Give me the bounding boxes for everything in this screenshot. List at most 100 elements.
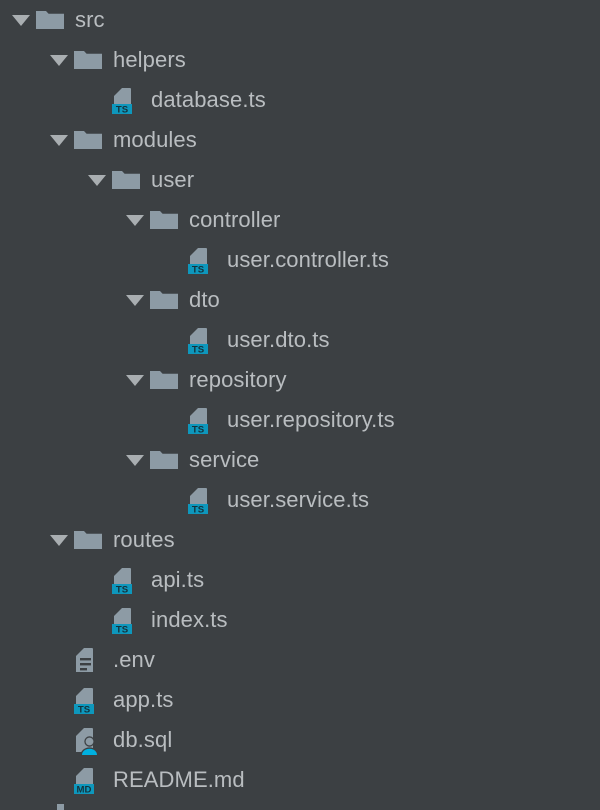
folder-name-label: repository (189, 367, 287, 392)
tree-folder-row[interactable]: modules (0, 120, 600, 160)
folder-icon (110, 164, 142, 196)
twisty-spacer (46, 640, 72, 680)
typescript-file-icon: TS (186, 244, 218, 276)
folder-icon (72, 44, 104, 76)
database-file-icon (76, 728, 99, 755)
typescript-file-icon: TS (186, 324, 218, 356)
tree-file-row[interactable]: TS user.controller.ts (0, 240, 600, 280)
typescript-file-icon: TS (186, 484, 218, 516)
typescript-file-icon: TS (188, 328, 208, 355)
folder-icon (74, 131, 102, 149)
file-name-label: database.ts (151, 87, 266, 112)
tree-folder-row[interactable]: service (0, 440, 600, 480)
chevron-down-icon[interactable] (122, 360, 148, 400)
typescript-file-icon: TS (188, 408, 208, 435)
chevron-down-icon[interactable] (46, 520, 72, 560)
typescript-file-icon: TS (188, 248, 208, 275)
tree-file-row[interactable]: .env (0, 640, 600, 680)
tree-file-row[interactable]: MD README.md (0, 760, 600, 800)
folder-icon (74, 531, 102, 549)
chevron-down-glyph (126, 214, 144, 226)
folder-name-label: src (75, 7, 105, 32)
chevron-down-icon[interactable] (122, 280, 148, 320)
tree-folder-row[interactable]: user (0, 160, 600, 200)
twisty-spacer (160, 240, 186, 280)
file-name-label: user.dto.ts (227, 327, 330, 352)
database-file-icon (72, 724, 104, 756)
file-name-label: user.repository.ts (227, 407, 395, 432)
chevron-down-glyph (126, 294, 144, 306)
typescript-file-icon: TS (112, 608, 132, 635)
folder-icon (150, 211, 178, 229)
folder-name-label: modules (113, 127, 197, 152)
chevron-down-icon[interactable] (46, 40, 72, 80)
tree-folder-row[interactable]: repository (0, 360, 600, 400)
typescript-file-icon: TS (110, 604, 142, 636)
chevron-down-glyph (50, 54, 68, 66)
chevron-down-icon[interactable] (122, 200, 148, 240)
file-name-label: db.sql (113, 727, 173, 752)
tree-folder-row[interactable]: routes (0, 520, 600, 560)
typescript-file-icon: TS (112, 88, 132, 115)
folder-name-label: service (189, 447, 260, 472)
file-name-label: index.ts (151, 607, 228, 632)
twisty-spacer (160, 400, 186, 440)
folder-icon (72, 124, 104, 156)
twisty-spacer (160, 320, 186, 360)
tree-file-row[interactable]: TS app.ts (0, 680, 600, 720)
folder-name-label: user (151, 167, 195, 192)
tree-file-row[interactable]: TS user.repository.ts (0, 400, 600, 440)
folder-icon (148, 364, 180, 396)
chevron-down-glyph (50, 134, 68, 146)
file-name-label: app.ts (113, 687, 174, 712)
folder-name-label: dto (189, 287, 220, 312)
file-name-label: user.controller.ts (227, 247, 389, 272)
svg-text:TS: TS (192, 264, 205, 275)
chevron-down-glyph (12, 14, 30, 26)
tree-file-row[interactable]: TS api.ts (0, 560, 600, 600)
tree-folder-row[interactable]: dto (0, 280, 600, 320)
clipped-next-row-icon (57, 804, 64, 810)
chevron-down-icon[interactable] (122, 440, 148, 480)
chevron-down-glyph (126, 454, 144, 466)
tree-file-row[interactable]: TS user.dto.ts (0, 320, 600, 360)
folder-icon (36, 11, 64, 29)
svg-text:TS: TS (78, 704, 91, 715)
svg-text:TS: TS (192, 504, 205, 515)
twisty-spacer (160, 480, 186, 520)
tree-file-row[interactable]: TS index.ts (0, 600, 600, 640)
svg-text:TS: TS (116, 584, 129, 595)
tree-file-row[interactable]: TS database.ts (0, 80, 600, 120)
folder-name-label: helpers (113, 47, 186, 72)
svg-text:TS: TS (192, 424, 205, 435)
tree-file-row[interactable]: db.sql (0, 720, 600, 760)
tree-folder-row[interactable]: controller (0, 200, 600, 240)
folder-name-label: controller (189, 207, 281, 232)
markdown-file-icon: MD (74, 768, 94, 795)
svg-text:TS: TS (116, 624, 129, 635)
markdown-file-icon: MD (72, 764, 104, 796)
twisty-spacer (46, 680, 72, 720)
file-name-label: api.ts (151, 567, 205, 592)
tree-folder-row[interactable]: src (0, 0, 600, 40)
typescript-file-icon: TS (74, 688, 94, 715)
folder-icon (150, 291, 178, 309)
chevron-down-icon[interactable] (8, 0, 34, 40)
chevron-down-glyph (50, 534, 68, 546)
typescript-file-icon: TS (72, 684, 104, 716)
typescript-file-icon: TS (186, 404, 218, 436)
folder-icon (148, 284, 180, 316)
folder-icon (74, 51, 102, 69)
twisty-spacer (84, 600, 110, 640)
typescript-file-icon: TS (110, 564, 142, 596)
typescript-file-icon: TS (112, 568, 132, 595)
twisty-spacer (84, 560, 110, 600)
folder-icon (148, 204, 180, 236)
chevron-down-icon[interactable] (46, 120, 72, 160)
file-name-label: README.md (113, 767, 245, 792)
tree-folder-row[interactable]: helpers (0, 40, 600, 80)
chevron-down-icon[interactable] (84, 160, 110, 200)
folder-icon (150, 451, 178, 469)
